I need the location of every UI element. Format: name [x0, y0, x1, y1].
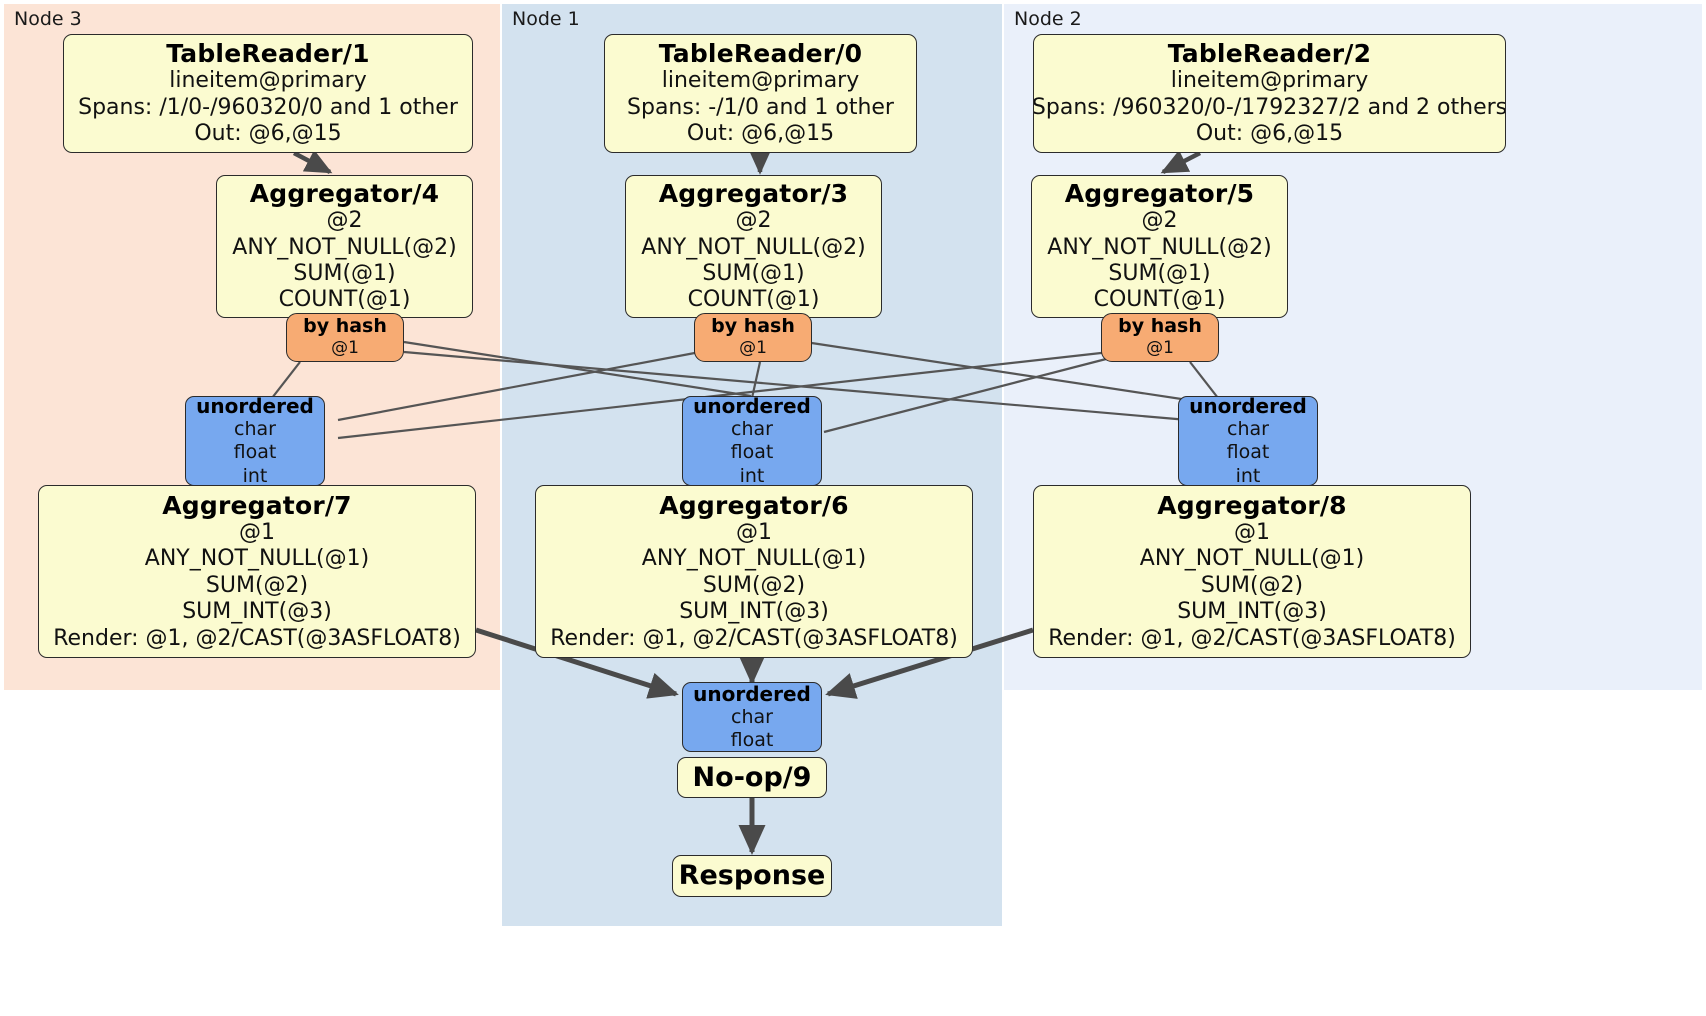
processor-detail-line: SUM(@1)	[1108, 261, 1211, 286]
synchronizer-type-line: int	[739, 464, 765, 486]
processor-detail-line: SUM(@1)	[702, 261, 805, 286]
router-title: by hash	[711, 315, 795, 338]
synchronizer-type-line: char	[731, 705, 773, 728]
router-by-hash-left[interactable]: by hash @1	[286, 313, 404, 362]
processor-aggregator-3[interactable]: Aggregator/3 @2 ANY_NOT_NULL(@2) SUM(@1)…	[625, 175, 882, 318]
synchronizer-type-line: int	[242, 464, 268, 486]
processor-detail-line: ANY_NOT_NULL(@1)	[641, 546, 867, 572]
processor-detail-line: @2	[1141, 208, 1178, 234]
processor-detail-line: ANY_NOT_NULL(@1)	[1139, 546, 1365, 572]
processor-detail-line: Spans: -/1/0 and 1 other	[627, 94, 894, 120]
processor-detail-line: @1	[239, 520, 275, 546]
router-title: by hash	[1118, 315, 1202, 338]
processor-detail-line: SUM_INT(@3)	[182, 599, 332, 625]
processor-detail-line: Out: @6,@15	[686, 121, 835, 147]
processor-title: Aggregator/7	[162, 491, 352, 521]
processor-detail-line: Render: @1, @2/CAST(@3ASFLOAT8)	[550, 625, 958, 651]
synchronizer-type-line: float	[730, 729, 774, 751]
processor-detail-line: SUM(@2)	[1200, 572, 1304, 598]
router-detail-line: @1	[739, 338, 767, 359]
synchronizer-type-line: float	[1226, 441, 1270, 464]
synchronizer-title: unordered	[693, 396, 811, 419]
processor-detail-line: ANY_NOT_NULL(@2)	[1047, 234, 1272, 260]
processor-title: TableReader/0	[658, 39, 863, 69]
processor-aggregator-6[interactable]: Aggregator/6 @1 ANY_NOT_NULL(@1) SUM(@2)…	[535, 485, 973, 658]
processor-detail-line: ANY_NOT_NULL(@2)	[641, 234, 866, 260]
node-panel-label-node3: Node 3	[14, 8, 82, 30]
synchronizer-unordered-right[interactable]: unordered char float int	[1178, 396, 1318, 486]
router-by-hash-center[interactable]: by hash @1	[694, 313, 812, 362]
processor-table-reader-2[interactable]: TableReader/2 lineitem@primary Spans: /9…	[1033, 34, 1506, 153]
processor-detail-line: Out: @6,@15	[1195, 121, 1344, 147]
synchronizer-type-line: char	[1227, 418, 1269, 441]
processor-title: Aggregator/4	[249, 179, 440, 209]
processor-title: Aggregator/8	[1157, 491, 1347, 521]
processor-detail-line: SUM(@1)	[293, 261, 396, 286]
processor-title: TableReader/2	[1167, 39, 1372, 69]
processor-detail-line: COUNT(@1)	[278, 287, 411, 313]
processor-aggregator-8[interactable]: Aggregator/8 @1 ANY_NOT_NULL(@1) SUM(@2)…	[1033, 485, 1471, 658]
processor-detail-line: @1	[736, 520, 772, 546]
processor-detail-line: Spans: /960320/0-/1792327/2 and 2 others	[1033, 94, 1506, 120]
processor-aggregator-4[interactable]: Aggregator/4 @2 ANY_NOT_NULL(@2) SUM(@1)…	[216, 175, 473, 318]
processor-aggregator-5[interactable]: Aggregator/5 @2 ANY_NOT_NULL(@2) SUM(@1)…	[1031, 175, 1288, 318]
processor-table-reader-1[interactable]: TableReader/1 lineitem@primary Spans: /1…	[63, 34, 473, 153]
processor-response[interactable]: Response	[672, 855, 832, 897]
processor-detail-line: lineitem@primary	[1170, 68, 1369, 94]
router-by-hash-right[interactable]: by hash @1	[1101, 313, 1219, 362]
processor-detail-line: lineitem@primary	[661, 68, 860, 94]
synchronizer-title: unordered	[693, 682, 811, 706]
router-detail-line: @1	[331, 338, 359, 359]
processor-detail-line: ANY_NOT_NULL(@2)	[232, 234, 457, 260]
processor-detail-line: SUM_INT(@3)	[679, 599, 829, 625]
synchronizer-title: unordered	[1189, 396, 1307, 419]
processor-title: Aggregator/3	[658, 179, 849, 209]
synchronizer-type-line: float	[233, 441, 277, 464]
processor-title: No-op/9	[692, 761, 812, 793]
synchronizer-type-line: char	[731, 418, 773, 441]
processor-detail-line: @1	[1234, 520, 1270, 546]
processor-table-reader-0[interactable]: TableReader/0 lineitem@primary Spans: -/…	[604, 34, 917, 153]
synchronizer-type-line: int	[1235, 464, 1261, 486]
processor-title: Response	[678, 860, 826, 892]
processor-title: TableReader/1	[166, 39, 370, 69]
processor-aggregator-7[interactable]: Aggregator/7 @1 ANY_NOT_NULL(@1) SUM(@2)…	[38, 485, 476, 658]
processor-detail-line: Render: @1, @2/CAST(@3ASFLOAT8)	[1048, 625, 1456, 651]
synchronizer-unordered-final[interactable]: unordered char float	[682, 682, 822, 752]
node-panel-label-node2: Node 2	[1014, 8, 1082, 30]
synchronizer-unordered-left[interactable]: unordered char float int	[185, 396, 325, 486]
processor-detail-line: @2	[735, 208, 772, 234]
processor-detail-line: COUNT(@1)	[1093, 287, 1226, 313]
synchronizer-type-line: float	[730, 441, 774, 464]
processor-title: Aggregator/6	[659, 491, 849, 521]
processor-detail-line: @2	[326, 208, 363, 234]
processor-title: Aggregator/5	[1064, 179, 1255, 209]
synchronizer-title: unordered	[196, 396, 314, 419]
processor-detail-line: SUM(@2)	[702, 572, 806, 598]
processor-detail-line: SUM_INT(@3)	[1177, 599, 1327, 625]
synchronizer-type-line: char	[234, 418, 276, 441]
router-detail-line: @1	[1146, 338, 1174, 359]
node-panel-label-node1: Node 1	[512, 8, 580, 30]
processor-noop-9[interactable]: No-op/9	[677, 757, 827, 798]
processor-detail-line: Out: @6,@15	[194, 121, 342, 147]
processor-detail-line: Render: @1, @2/CAST(@3ASFLOAT8)	[53, 625, 461, 651]
processor-detail-line: lineitem@primary	[169, 68, 367, 94]
processor-detail-line: Spans: /1/0-/960320/0 and 1 other	[78, 94, 458, 120]
processor-detail-line: COUNT(@1)	[687, 287, 820, 313]
processor-detail-line: SUM(@2)	[205, 572, 309, 598]
processor-detail-line: ANY_NOT_NULL(@1)	[144, 546, 370, 572]
synchronizer-unordered-center[interactable]: unordered char float int	[682, 396, 822, 486]
router-title: by hash	[303, 315, 387, 338]
